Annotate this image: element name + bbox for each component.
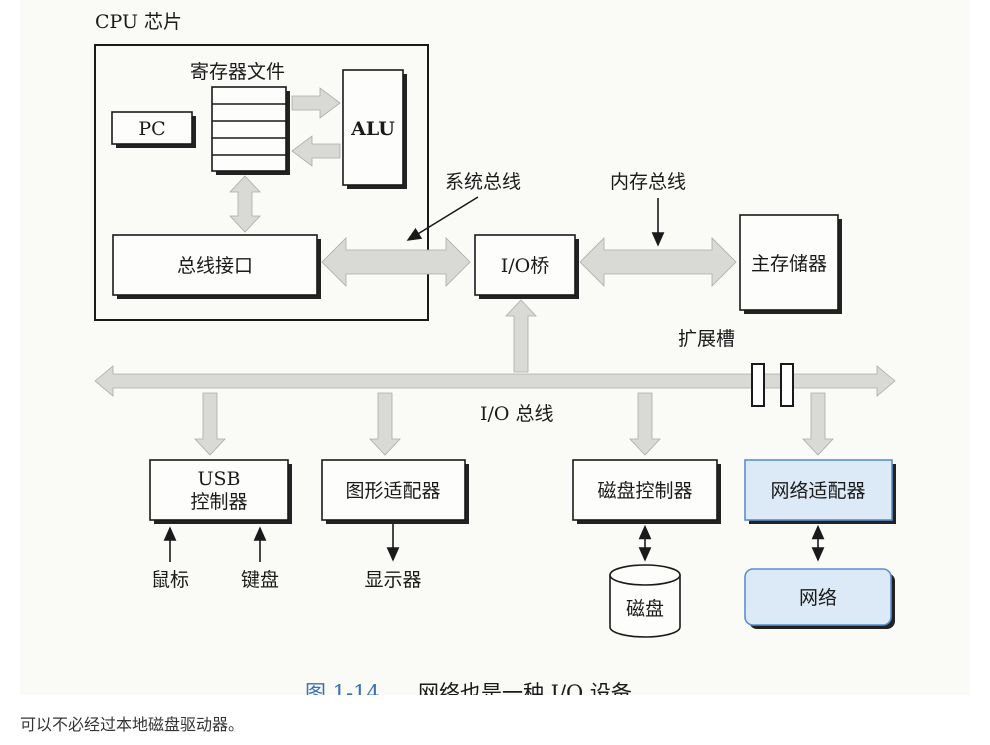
bus-interface: 总线接口 <box>112 234 321 299</box>
svg-text:图形适配器: 图形适配器 <box>345 480 440 502</box>
system-bus <box>321 237 471 287</box>
mouse-label: 鼠标 <box>151 569 189 591</box>
system-bus-label: 系统总线 <box>445 171 521 193</box>
keyboard-label: 键盘 <box>241 569 279 591</box>
svg-text:总线接口: 总线接口 <box>177 255 253 277</box>
svg-text:ALU: ALU <box>350 118 395 140</box>
memory-bus <box>579 237 737 287</box>
cpu-chip-box <box>94 44 429 321</box>
body-paragraph: 可以不必经过本地磁盘驱动器。 <box>20 715 245 734</box>
io-bus <box>94 365 896 397</box>
graphics-adapter: 图形适配器 <box>321 459 469 524</box>
io-bus-drop-arrows <box>194 392 834 456</box>
svg-text:USB: USB <box>198 468 241 490</box>
cpu-chip-label: CPU 芯片 <box>95 11 182 33</box>
pc-register: PC <box>111 111 196 148</box>
svg-text:图 1-14: 图 1-14 <box>305 681 380 695</box>
svg-text:网络: 网络 <box>799 587 837 609</box>
alu-to-register-arrow <box>291 135 341 167</box>
usb-controller: USB 控制器 <box>149 459 292 524</box>
bridge-io-bus-arrow <box>505 299 537 373</box>
svg-text:网络适配器: 网络适配器 <box>770 480 865 502</box>
register-to-alu-arrow <box>291 87 341 119</box>
svg-text:磁盘: 磁盘 <box>626 598 664 620</box>
io-bus-label: I/O 总线 <box>480 403 554 425</box>
alu: ALU <box>342 69 407 189</box>
network-adapter: 网络适配器 <box>744 459 896 524</box>
register-file-label: 寄存器文件 <box>190 61 285 83</box>
disk-controller: 磁盘控制器 <box>572 459 721 524</box>
io-bridge: I/O桥 <box>474 234 579 299</box>
register-bus-interface-arrow <box>229 175 261 233</box>
expansion-slots-label: 扩展槽 <box>678 328 735 350</box>
svg-text:PC: PC <box>138 118 165 140</box>
svg-text:控制器: 控制器 <box>190 491 247 513</box>
network: 网络 <box>744 568 895 629</box>
svg-text:磁盘控制器: 磁盘控制器 <box>597 480 692 502</box>
monitor-label: 显示器 <box>364 569 421 591</box>
memory-bus-label: 内存总线 <box>610 171 686 193</box>
figure-caption: 图 1-14 网络也是一种 I/O 设备 <box>305 681 632 695</box>
network-io-diagram: CPU 芯片 寄存器文件 PC ALU 总线接口 系统总线 I/O桥 内存总线 <box>20 0 970 695</box>
disk: 磁盘 <box>609 564 681 638</box>
svg-text:主存储器: 主存储器 <box>751 253 827 275</box>
expansion-slots <box>751 363 794 407</box>
svg-text:I/O桥: I/O桥 <box>501 255 549 277</box>
main-memory: 主存储器 <box>739 214 842 314</box>
svg-text:网络也是一种 I/O 设备: 网络也是一种 I/O 设备 <box>418 681 632 695</box>
register-file <box>211 86 290 175</box>
